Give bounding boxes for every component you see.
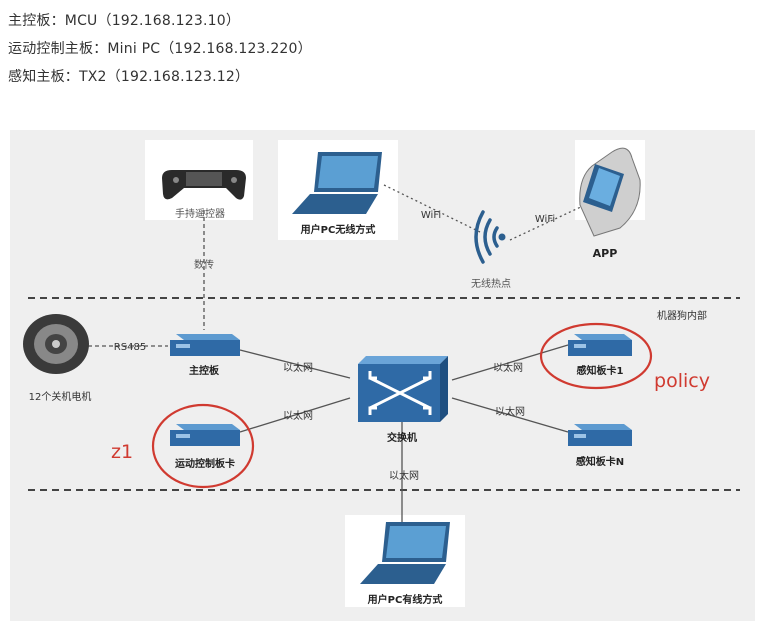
wifi-connector-right [509,204,586,241]
switch-device [358,356,448,422]
gamepad-icon [162,170,246,200]
switch-label: 交换机 [387,431,417,444]
header-mcu-line: 主控板：MCU（192.168.123.10） [8,13,241,29]
wired-laptop-icon [360,522,450,584]
main-board-label: 主控板 [189,364,220,377]
perception1-device [568,334,632,356]
header-minipc-line: 运动控制主板：Mini PC（192.168.123.220） [8,41,312,57]
motor-icon [23,314,89,374]
wifi-label-right: WiFi [535,214,555,225]
wifi-connector-left [383,184,481,233]
ethernet-label-wired: 以太网 [389,469,419,482]
ethernet-motion-board [239,397,351,433]
ethernet-perception1 [451,344,569,381]
perception1-highlight [539,322,653,390]
wired-pc-label: 用户PC有线方式 [367,593,443,606]
wifi-label-left: WiFi [421,210,441,221]
main-board-device [170,334,240,356]
motion-board-label: 运动控制板卡 [175,457,235,470]
wifi-hotspot-icon [474,210,506,264]
ethernet-label-main: 以太网 [283,361,313,374]
motion-board-highlight [151,403,255,489]
ethernet-main-board [239,349,351,379]
phone-in-hand-icon [579,147,641,237]
motion-board-device [170,424,240,446]
ethernet-label-perceptionN: 以太网 [495,405,525,418]
motor-label: 12个关机电机 [29,390,92,403]
wireless-pc-label: 用户PC无线方式 [300,223,376,236]
app-label: APP [593,247,618,260]
ethernet-perceptionN [451,397,569,433]
wireless-laptop-icon [292,152,382,214]
perceptionN-label: 感知板卡N [576,455,624,468]
datalink-label: 数传 [194,258,214,271]
ethernet-label-perception1: 以太网 [493,361,523,374]
perception1-label: 感知板卡1 [577,364,624,377]
inner-zone-label: 机器狗内部 [657,309,707,322]
perceptionN-device [568,424,632,446]
hotspot-label: 无线热点 [471,277,511,290]
ethernet-label-motion: 以太网 [283,409,313,422]
header-tx2-line: 感知主板：TX2（192.168.123.12） [8,69,250,85]
annotation-policy: policy [654,370,710,392]
rs485-label: RS485 [114,342,146,353]
annotation-z1: z1 [111,441,133,463]
gamepad-label: 手持遥控器 [175,207,225,220]
